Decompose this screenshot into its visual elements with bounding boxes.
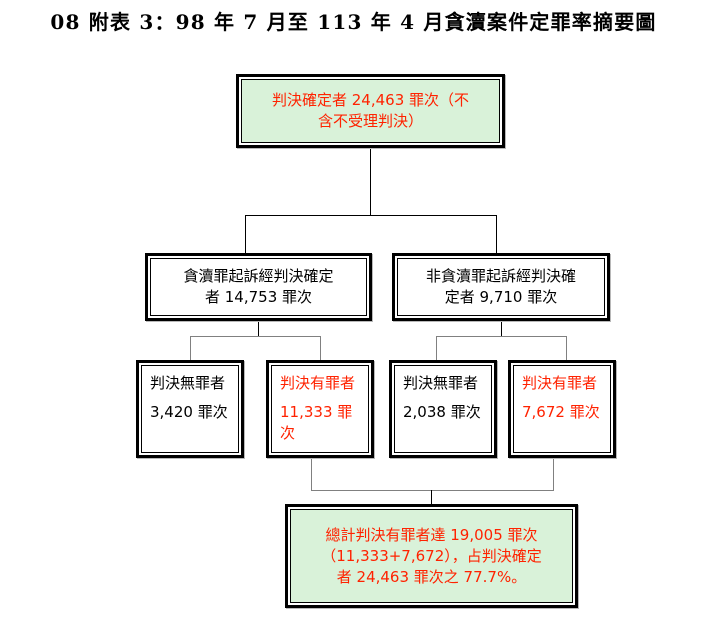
node-leaf-4-line2: 7,672 罪次: [522, 403, 600, 421]
connector-to-leaf-3: [436, 336, 437, 360]
connector-branch-right-stem: [501, 321, 502, 336]
connector-to-leaf-4: [566, 336, 567, 360]
connector-summary-stem: [431, 490, 432, 504]
node-leaf-1-inner: 判決無罪者 3,420 罪次: [139, 363, 241, 455]
node-leaf-2-line1: 判決有罪者: [280, 374, 356, 392]
node-leaf-1-line1: 判決無罪者: [150, 374, 226, 392]
node-root-inner: 判決確定者 24,463 罪次（不 含不受理判決）: [239, 77, 502, 145]
node-branch-left[interactable]: 貪瀆罪起訴經判決確定 者 14,753 罪次: [145, 253, 372, 321]
node-branch-right-line2: 定者 9,710 罪次: [444, 288, 558, 306]
connector-summary-merge-bar: [311, 490, 554, 491]
connector-root-split-bar: [245, 215, 496, 216]
connector-to-leaf-2: [320, 336, 321, 360]
connector-branch-left-split-bar: [190, 336, 320, 337]
node-summary[interactable]: 總計判決有罪者達 19,005 罪次 （11,333+7,672），占判決確定 …: [285, 504, 578, 608]
node-summary-line3: 者 24,463 罪次之 77.7%。: [336, 567, 527, 586]
node-branch-left-line2: 者 14,753 罪次: [204, 288, 313, 306]
node-summary-line1: 總計判決有罪者達 19,005 罪次: [325, 525, 538, 544]
connector-leaf-2-down: [311, 458, 312, 490]
node-summary-inner: 總計判決有罪者達 19,005 罪次 （11,333+7,672），占判決確定 …: [288, 507, 575, 605]
connector-to-branch-left: [245, 215, 246, 253]
node-branch-right[interactable]: 非貪瀆罪起訴經判決確 定者 9,710 罪次: [392, 253, 610, 321]
connector-to-leaf-1: [190, 336, 191, 360]
node-leaf-1-line2: 3,420 罪次: [150, 403, 228, 421]
node-root-line1: 判決確定者 24,463 罪次（不: [271, 91, 470, 109]
node-branch-left-line1: 貪瀆罪起訴經判決確定: [183, 267, 334, 285]
node-branch-right-inner: 非貪瀆罪起訴經判決確 定者 9,710 罪次: [395, 256, 607, 318]
node-leaf-4-line1: 判決有罪者: [522, 374, 598, 392]
connector-branch-left-stem: [258, 321, 259, 336]
connector-root-stem: [370, 148, 371, 215]
node-leaf-guilty-corruption[interactable]: 判決有罪者 11,333 罪次: [266, 360, 374, 458]
connector-branch-right-split-bar: [436, 336, 566, 337]
node-root[interactable]: 判決確定者 24,463 罪次（不 含不受理判決）: [236, 74, 505, 148]
node-leaf-2-inner: 判決有罪者 11,333 罪次: [269, 363, 371, 455]
node-branch-right-line1: 非貪瀆罪起訴經判決確: [425, 267, 576, 285]
connector-to-branch-right: [496, 215, 497, 253]
node-leaf-2-line2: 11,333 罪次: [280, 403, 353, 442]
page-title: 08 附表 3：98 年 7 月至 113 年 4 月貪瀆案件定罪率摘要圖: [50, 10, 657, 34]
connector-leaf-4-down: [553, 458, 554, 490]
node-leaf-guilty-non-corruption[interactable]: 判決有罪者 7,672 罪次: [508, 360, 616, 458]
node-summary-line2: （11,333+7,672），占判決確定: [321, 546, 542, 565]
node-root-line2: 含不受理判決）: [317, 112, 423, 130]
node-leaf-4-inner: 判決有罪者 7,672 罪次: [511, 363, 613, 455]
node-leaf-3-line2: 2,038 罪次: [403, 403, 481, 421]
node-leaf-3-inner: 判決無罪者 2,038 罪次: [392, 363, 494, 455]
node-leaf-acquitted-non-corruption[interactable]: 判決無罪者 2,038 罪次: [389, 360, 497, 458]
node-leaf-acquitted-corruption[interactable]: 判決無罪者 3,420 罪次: [136, 360, 244, 458]
node-leaf-3-line1: 判決無罪者: [403, 374, 479, 392]
node-branch-left-inner: 貪瀆罪起訴經判決確定 者 14,753 罪次: [148, 256, 369, 318]
